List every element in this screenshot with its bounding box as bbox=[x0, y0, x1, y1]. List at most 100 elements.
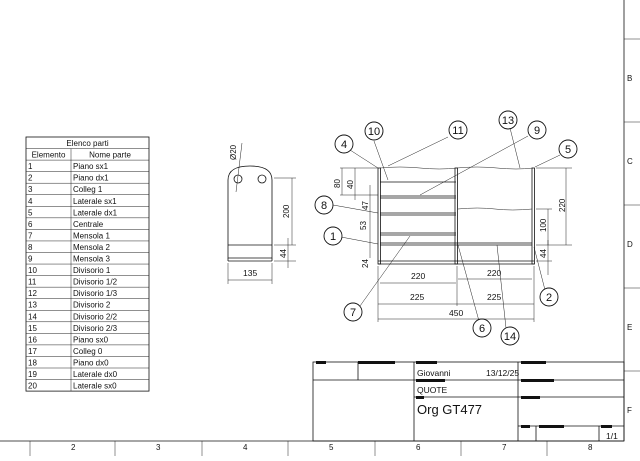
part-name: Laterale sx0 bbox=[73, 382, 117, 391]
column-header: Elemento bbox=[32, 151, 66, 160]
sheet-number: 1/1 bbox=[606, 431, 618, 441]
part-name: Divisorio 1/2 bbox=[73, 278, 118, 287]
balloon-label: 11 bbox=[452, 125, 463, 137]
table-row: 2 Piano dx1 bbox=[28, 174, 109, 183]
drawing-title: Org GT477 bbox=[417, 402, 482, 417]
dim-225-right: 225 bbox=[487, 292, 501, 302]
table-row: 12 Divisorio 1/3 bbox=[28, 289, 118, 298]
part-name: Divisorio 2/2 bbox=[73, 312, 118, 321]
dim-100: 100 bbox=[539, 218, 548, 232]
part-name: Piano sx0 bbox=[73, 335, 109, 344]
balloon-7: 7 bbox=[343, 302, 363, 322]
balloon-label: 7 bbox=[350, 307, 356, 319]
element-number: 12 bbox=[28, 289, 37, 298]
part-name: Laterale sx1 bbox=[73, 197, 117, 206]
element-number: 9 bbox=[28, 255, 33, 264]
balloon-8: 8 bbox=[314, 195, 334, 215]
col-label: 8 bbox=[588, 443, 593, 452]
table-row: 4 Laterale sx1 bbox=[28, 197, 117, 206]
col-label: 5 bbox=[329, 443, 334, 452]
element-number: 13 bbox=[28, 301, 37, 310]
dim-220-left: 220 bbox=[411, 271, 425, 281]
balloon-9: 9 bbox=[527, 120, 547, 140]
row-label: D bbox=[627, 240, 633, 249]
part-name: Laterale dx0 bbox=[73, 370, 118, 379]
balloon-label: 8 bbox=[321, 200, 327, 212]
table-row: 9 Mensola 3 bbox=[28, 255, 110, 264]
balloon-label: 10 bbox=[368, 126, 380, 138]
row-label: C bbox=[627, 157, 633, 166]
table-title: Elenco parti bbox=[66, 139, 108, 148]
balloon-label: 14 bbox=[504, 331, 516, 343]
element-number: 4 bbox=[28, 197, 33, 206]
dim-53: 53 bbox=[359, 221, 368, 230]
table-row: 16 Piano sx0 bbox=[28, 335, 109, 344]
balloon-label: 13 bbox=[502, 115, 514, 127]
table-row: 13 Divisorio 2 bbox=[28, 301, 111, 310]
balloon-13: 13 bbox=[498, 110, 518, 130]
side-view: Ø20 200 44 135 bbox=[227, 142, 296, 284]
width-dimension: 135 bbox=[243, 268, 257, 278]
dim-80: 80 bbox=[333, 179, 342, 188]
dim-24: 24 bbox=[361, 259, 370, 268]
column-header: Nome parte bbox=[89, 151, 131, 160]
col-label: 2 bbox=[71, 443, 76, 452]
row-label: B bbox=[627, 74, 632, 83]
element-number: 2 bbox=[28, 174, 33, 183]
element-number: 6 bbox=[28, 220, 33, 229]
part-name: Divisorio 2 bbox=[73, 301, 111, 310]
part-name: Divisorio 1/3 bbox=[73, 289, 118, 298]
col-label: 3 bbox=[156, 443, 161, 452]
table-row: 3 Colleg 1 bbox=[28, 185, 103, 194]
part-name: Centrale bbox=[73, 220, 104, 229]
balloon-4: 4 bbox=[334, 134, 354, 154]
balloon-label: 4 bbox=[341, 139, 347, 151]
element-number: 5 bbox=[28, 208, 33, 217]
balloon-label: 5 bbox=[565, 144, 571, 156]
element-number: 20 bbox=[28, 382, 37, 391]
balloon-14: 14 bbox=[500, 326, 520, 346]
height-dimension: 200 bbox=[282, 204, 291, 218]
date: 13/12/25 bbox=[486, 368, 519, 378]
element-number: 1 bbox=[28, 162, 33, 171]
balloon-label: 2 bbox=[546, 292, 552, 304]
base-dimension: 44 bbox=[279, 249, 288, 258]
balloon-6: 6 bbox=[472, 318, 492, 338]
balloon-2: 2 bbox=[539, 287, 559, 307]
part-name: Mensola 3 bbox=[73, 255, 110, 264]
element-number: 10 bbox=[28, 266, 37, 275]
part-name: Piano dx1 bbox=[73, 174, 109, 183]
dim-450: 450 bbox=[449, 308, 463, 318]
dim-40: 40 bbox=[346, 180, 355, 189]
subtitle: QUOTE bbox=[417, 385, 448, 395]
part-name: Piano dx0 bbox=[73, 358, 109, 367]
element-number: 3 bbox=[28, 185, 33, 194]
balloon-label: 9 bbox=[534, 125, 540, 137]
balloon-1: 1 bbox=[323, 226, 343, 246]
dim-220-height: 220 bbox=[558, 198, 567, 212]
dim-225-left: 225 bbox=[410, 292, 424, 302]
balloon-5: 5 bbox=[558, 139, 578, 159]
balloon-label: 1 bbox=[330, 231, 336, 243]
balloon-10: 10 bbox=[364, 121, 384, 141]
element-number: 17 bbox=[28, 347, 37, 356]
hole-dimension: Ø20 bbox=[229, 144, 238, 160]
dim-44: 44 bbox=[539, 249, 548, 258]
hole bbox=[257, 174, 267, 184]
col-label: 7 bbox=[502, 443, 507, 452]
element-number: 16 bbox=[28, 335, 37, 344]
balloon-label: 6 bbox=[479, 323, 485, 335]
row-label: F bbox=[627, 406, 632, 415]
part-name: Colleg 1 bbox=[73, 185, 103, 194]
element-number: 8 bbox=[28, 243, 33, 252]
